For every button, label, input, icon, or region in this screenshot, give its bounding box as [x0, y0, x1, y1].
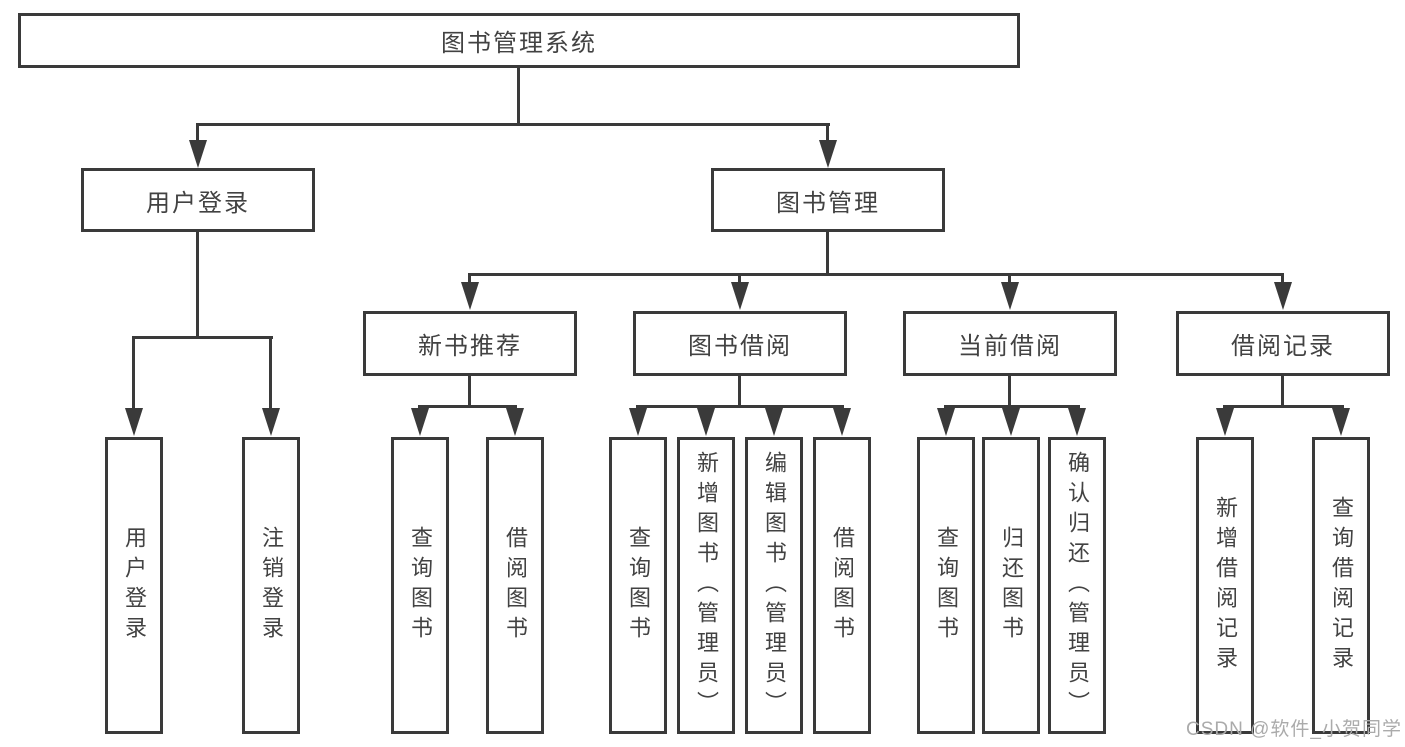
arrowhead-user-login [189, 140, 207, 168]
node-borrow-records: 借阅记录 [1176, 311, 1390, 376]
node-user-login: 用户登录 [81, 168, 315, 232]
leaf-edit-book-admin: 编辑图书（管理员） [745, 437, 803, 734]
arrowhead-current-borrow [1001, 282, 1019, 310]
node-root: 图书管理系统 [18, 13, 1020, 68]
connector-current-borrow-rail [944, 405, 1080, 408]
arrowhead-book-management [819, 140, 837, 168]
connector-user-login-stub-2 [269, 339, 272, 409]
connector-new-book-rail [418, 405, 517, 408]
leaf-borrow-books-borrow: 借阅图书 [813, 437, 871, 734]
connector-new-book-stem [468, 376, 471, 408]
csdn-watermark: CSDN @软件_小贺同学 [1186, 719, 1402, 740]
leaf-user-login: 用户登录 [105, 437, 163, 734]
leaf-query-books-newbook: 查询图书 [391, 437, 449, 734]
leaf-logout: 注销登录 [242, 437, 300, 734]
arrowhead-borrow-books-2 [833, 408, 851, 436]
connector-level2-stub-3 [1008, 276, 1011, 283]
connector-level2-stub-1 [468, 276, 471, 283]
connector-user-login-stub-1 [132, 339, 135, 409]
node-book-management: 图书管理 [711, 168, 945, 232]
connector-book-borrow-stem [738, 376, 741, 408]
node-book-borrow: 图书借阅 [633, 311, 847, 376]
arrowhead-leaf-user-login [125, 408, 143, 436]
connector-root-stem [517, 68, 520, 126]
connector-level1-stub-right [826, 126, 829, 143]
arrowhead-return-book [1002, 408, 1020, 436]
leaf-query-books-borrow: 查询图书 [609, 437, 667, 734]
connector-book-borrow-rail [636, 405, 844, 408]
connector-level2-rail [468, 273, 1284, 276]
connector-level1-rail [196, 123, 830, 126]
leaf-add-borrow-record: 新增借阅记录 [1196, 437, 1254, 734]
node-new-book-recommend: 新书推荐 [363, 311, 577, 376]
leaf-query-borrow-record: 查询借阅记录 [1312, 437, 1370, 734]
arrowhead-query-books-3 [937, 408, 955, 436]
connector-current-borrow-stem [1008, 376, 1011, 408]
leaf-borrow-books-newbook: 借阅图书 [486, 437, 544, 734]
arrowhead-leaf-logout [262, 408, 280, 436]
connector-user-login-stem [196, 232, 199, 339]
connector-book-management-stem [826, 232, 829, 276]
leaf-return-book: 归还图书 [982, 437, 1040, 734]
arrowhead-borrow-books-1 [506, 408, 524, 436]
arrowhead-new-book-recommend [461, 282, 479, 310]
arrowhead-confirm-return [1068, 408, 1086, 436]
connector-borrow-records-stem [1281, 376, 1284, 408]
connector-level2-stub-4 [1281, 276, 1284, 283]
arrowhead-book-borrow [731, 282, 749, 310]
connector-level1-stub-left [196, 126, 199, 143]
leaf-confirm-return-admin: 确认归还（管理员） [1048, 437, 1106, 734]
arrowhead-query-borrow-record [1332, 408, 1350, 436]
arrowhead-query-books-1 [411, 408, 429, 436]
connector-user-login-rail [132, 336, 273, 339]
node-current-borrow: 当前借阅 [903, 311, 1117, 376]
connector-borrow-records-rail [1223, 405, 1344, 408]
arrowhead-edit-book [765, 408, 783, 436]
connector-level2-stub-2 [738, 276, 741, 283]
arrowhead-add-borrow-record [1216, 408, 1234, 436]
arrowhead-query-books-2 [629, 408, 647, 436]
leaf-query-books-current: 查询图书 [917, 437, 975, 734]
arrowhead-add-book [697, 408, 715, 436]
arrowhead-borrow-records [1274, 282, 1292, 310]
leaf-add-book-admin: 新增图书（管理员） [677, 437, 735, 734]
